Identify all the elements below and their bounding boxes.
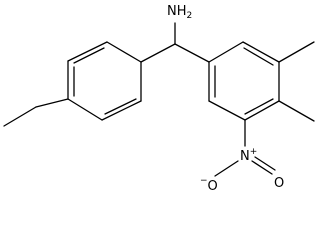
ring-bond	[242, 41, 280, 63]
bond-ethyl-ch2-ring	[35, 98, 69, 108]
ring-bond	[244, 100, 280, 121]
nitro-group: N+ −O O	[200, 119, 284, 194]
ring-double-bond-inner	[244, 98, 274, 115]
bond-nitro-n-to-o-double	[251, 160, 273, 175]
nitro-oxygen-minus-symbol: O	[208, 179, 218, 194]
ring-bond	[208, 41, 244, 63]
ethyl-group	[3, 98, 69, 127]
bond-nitro-n-to-o-double-second	[254, 156, 276, 171]
nitro-oxygen-minus-label: −O	[200, 176, 218, 194]
nitro-oxygen-charge: −	[200, 176, 208, 186]
ring-bond	[67, 41, 108, 62]
bond-methine-to-right-ring	[174, 43, 210, 63]
nitro-nitrogen-label: N+	[240, 147, 257, 164]
ring-double-bond-inner	[243, 47, 274, 66]
ring-double-bond-inner	[104, 98, 137, 115]
ring-double-bond-inner	[73, 47, 105, 64]
bond-ethyl-ch3-ch2	[3, 106, 37, 127]
amine-label: NH2	[167, 4, 192, 21]
central-methine	[140, 22, 210, 63]
ring-bond	[67, 98, 103, 121]
bond-methyl-lower	[278, 100, 315, 122]
bond-nitro-n-to-o-minus	[214, 160, 239, 177]
chemical-structure-diagram: NH2 N+ −O O	[3, 4, 315, 194]
amine-hydrogen-symbol: H	[177, 4, 187, 19]
amine-hydrogen-count: 2	[187, 11, 193, 21]
ring-bond	[106, 41, 142, 63]
amine-nitrogen-symbol: N	[167, 4, 177, 19]
nitro-nitrogen-charge: +	[250, 147, 258, 157]
bond-methyl-upper	[278, 41, 315, 63]
ring-bond	[101, 100, 142, 121]
nitro-nitrogen-symbol: N	[240, 149, 250, 164]
right-benzene-ring	[208, 41, 280, 121]
ring-bond	[208, 100, 246, 121]
methyl-groups	[278, 41, 315, 122]
left-benzene-ring	[67, 41, 142, 121]
bond-left-ring-to-methine	[140, 43, 176, 63]
nitro-oxygen-double-label: O	[274, 176, 284, 191]
